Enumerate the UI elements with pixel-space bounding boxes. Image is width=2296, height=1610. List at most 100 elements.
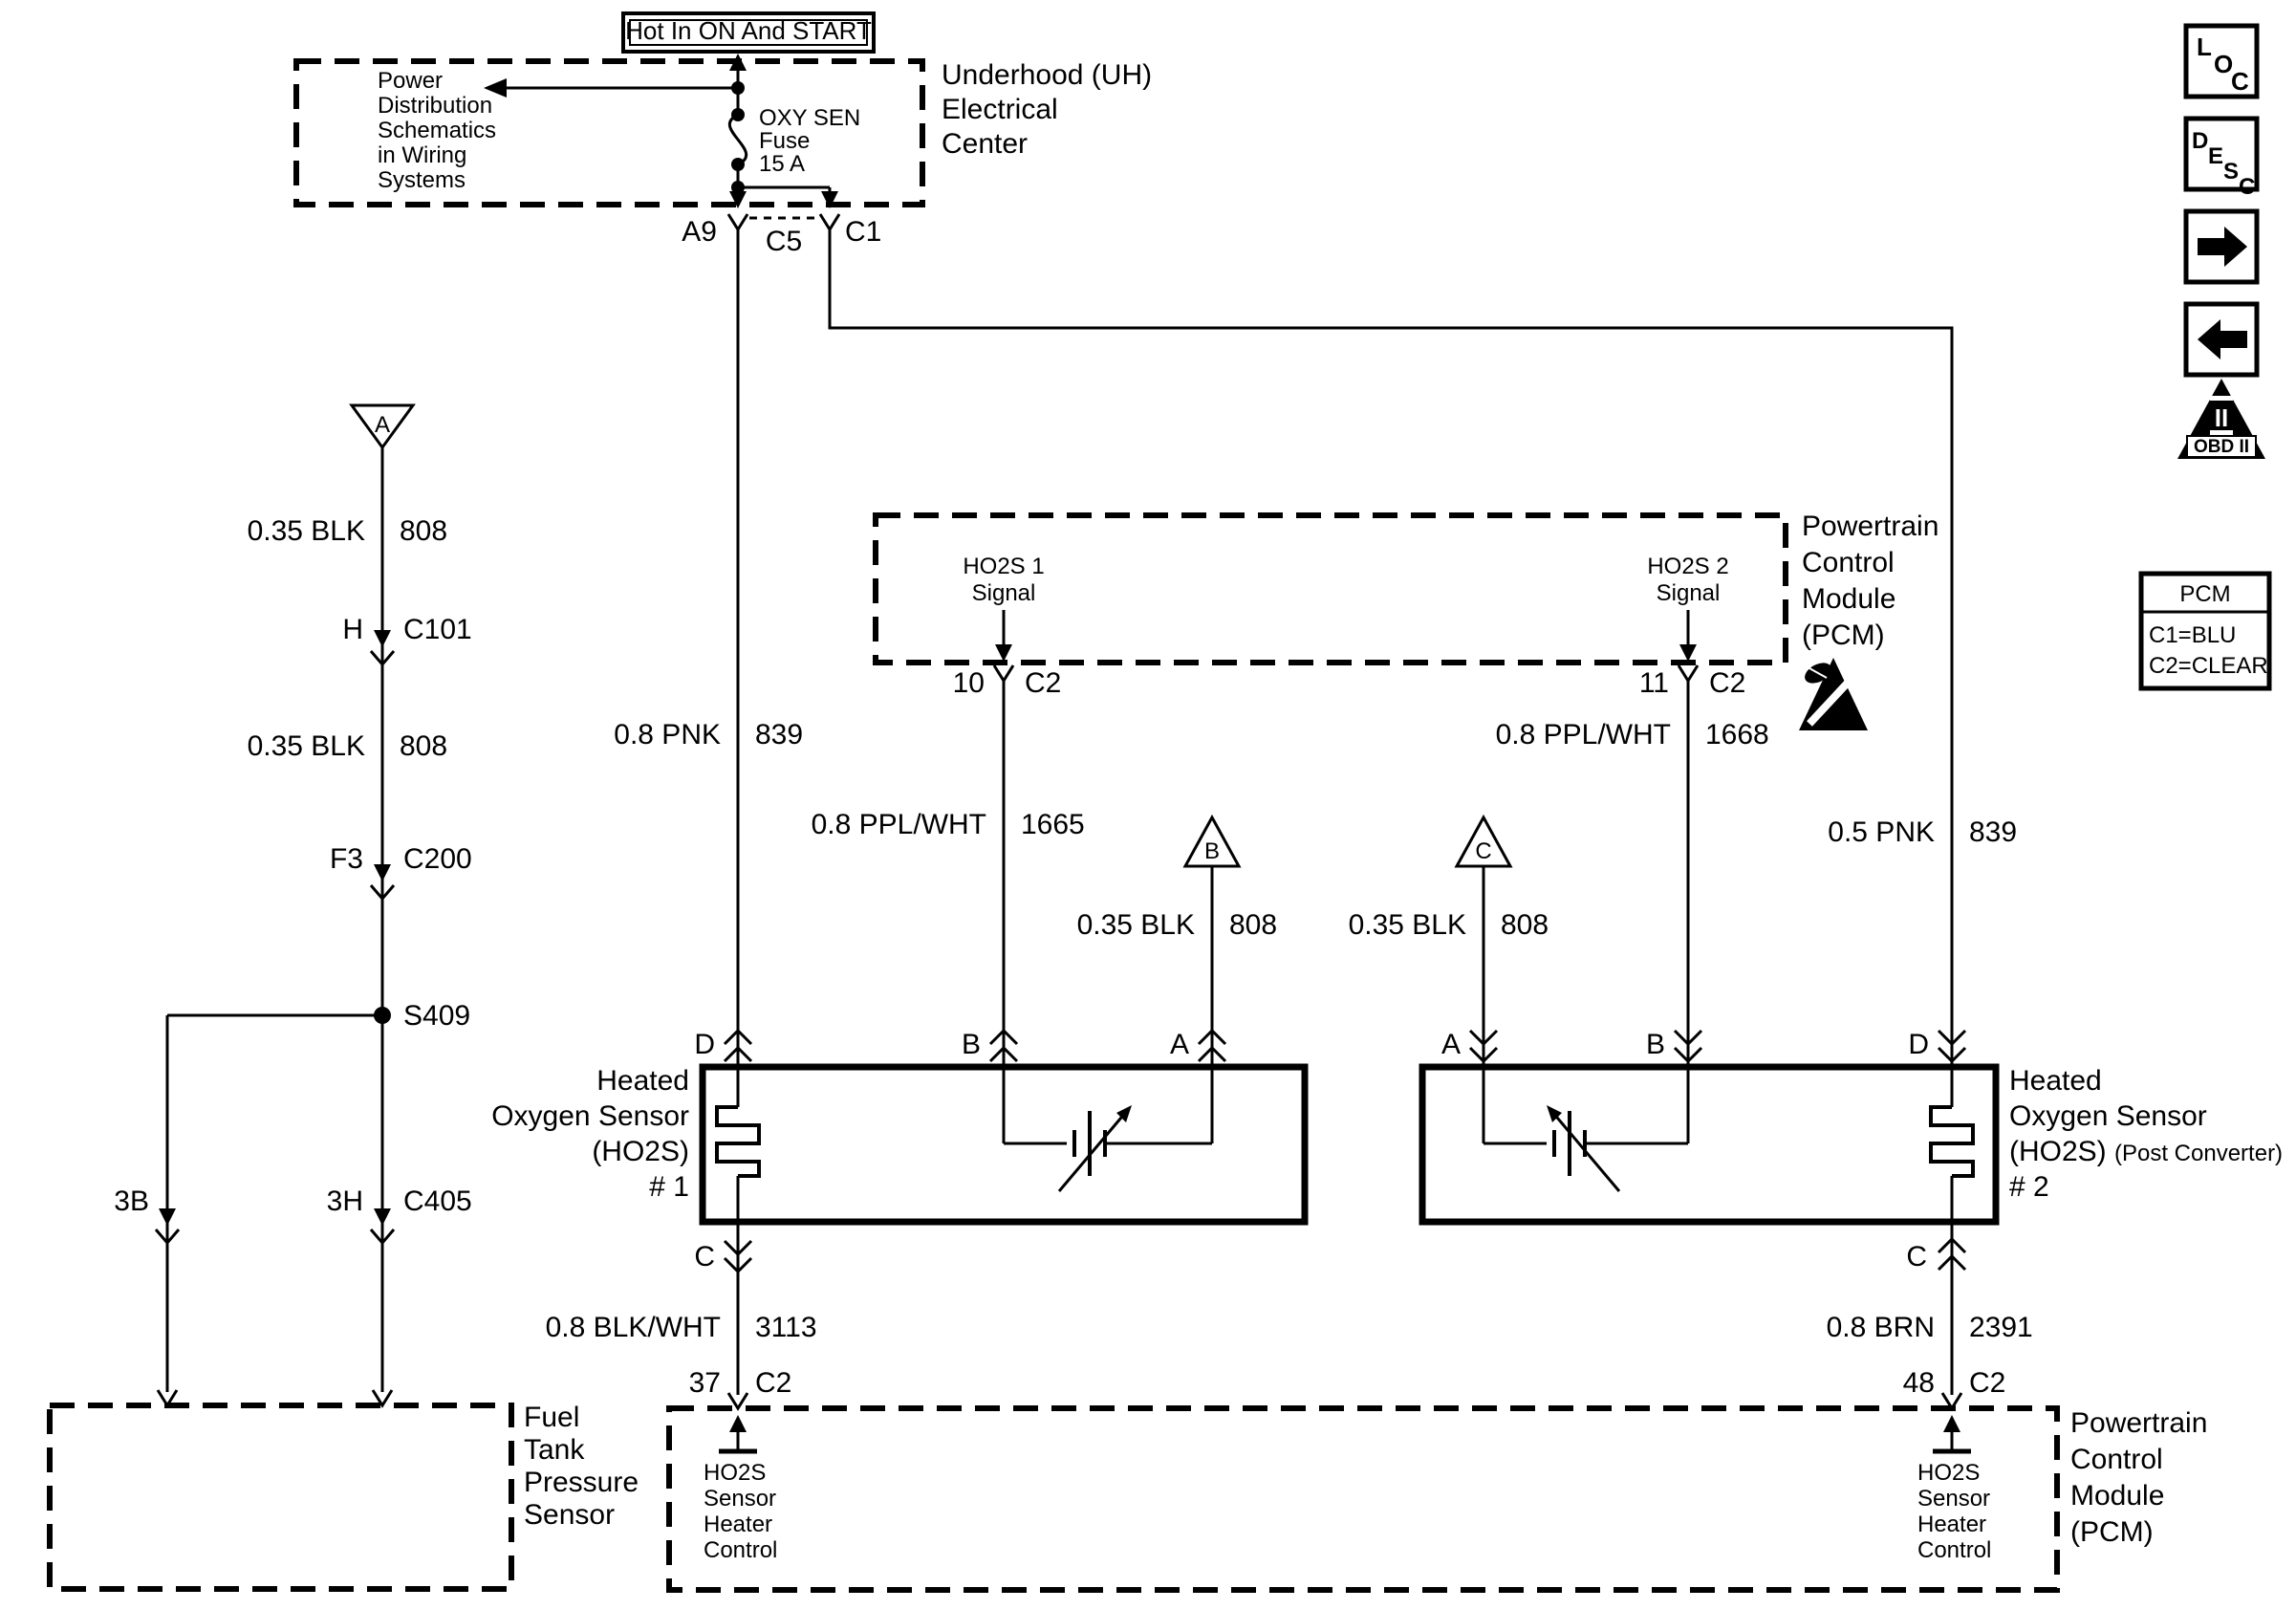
- heater-element-icon: [1929, 1105, 1975, 1178]
- variable-arrowhead-icon: [1547, 1105, 1562, 1122]
- heater-control-line: Heater: [1917, 1512, 1986, 1537]
- sidebar: L O C D E S C II OBD II PC: [2138, 23, 2272, 691]
- conn-c1-label: C1: [845, 216, 881, 248]
- ho2s1-name-line: # 1: [649, 1171, 689, 1203]
- fuel-label-line: Tank: [524, 1434, 585, 1466]
- ho2s2-name-line: (HO2S): [2009, 1136, 2107, 1167]
- fuse-label: OXY SEN: [759, 105, 860, 131]
- uh-note-line: Schematics: [378, 118, 496, 143]
- obd2-badge: II OBD II: [2177, 379, 2265, 459]
- pin-a9-label: A9: [682, 216, 717, 248]
- fuse-element-icon: [728, 113, 747, 166]
- ho2s2-sensor: A B D C Heated Oxygen Sensor (HO2S) (Pos…: [1419, 1029, 2283, 1273]
- pcm-name-line: Powertrain: [2070, 1407, 2207, 1439]
- signal-label: Signal: [972, 580, 1036, 606]
- heater-control-line: Control: [1917, 1537, 1991, 1563]
- legend-title: PCM: [2179, 581, 2230, 607]
- conn-c2-label: C2: [1709, 667, 1745, 699]
- wire-circuit: 1665: [1021, 809, 1085, 840]
- heater-control-line: HO2S: [704, 1460, 766, 1486]
- wire-circuit: 808: [1229, 909, 1277, 941]
- ho2s1-sensor: D B A C Heated Oxygen Sensor (HO2S) # 1: [491, 1029, 1309, 1273]
- desc-letter: S: [2223, 159, 2239, 185]
- loc-letter: L: [2197, 33, 2212, 61]
- next-button[interactable]: [2183, 208, 2260, 285]
- arrow-left-icon: [2198, 319, 2247, 359]
- wire-gauge: 0.35 BLK: [248, 515, 365, 547]
- conn-pin: 3H: [327, 1186, 363, 1217]
- desc-letter: E: [2208, 143, 2223, 169]
- desc-letter: D: [2192, 128, 2208, 154]
- signal-label: HO2S 2: [1647, 554, 1728, 579]
- ho2s2-box: [1419, 1063, 2000, 1226]
- hot-feed-box: Hot In ON And START: [621, 11, 876, 54]
- desc-button[interactable]: D E S C: [2183, 116, 2260, 200]
- conn-name: C405: [403, 1186, 472, 1217]
- heater-control-line: Sensor: [704, 1486, 776, 1512]
- conn-c2-label: C2: [1025, 667, 1061, 699]
- loc-letter: C: [2231, 67, 2249, 96]
- fuel-label-line: Pressure: [524, 1467, 639, 1498]
- wire-gauge: 0.8 BRN: [1827, 1312, 1935, 1343]
- variable-arrowhead-icon: [1116, 1105, 1132, 1122]
- obd2-numeral: II: [2215, 403, 2228, 432]
- conn-name: C200: [403, 843, 472, 875]
- wire-gauge: 0.8 PPL/WHT: [1496, 719, 1671, 751]
- pin-a-label: A: [1441, 1029, 1461, 1060]
- wire-gauge: 0.8 BLK/WHT: [546, 1312, 721, 1343]
- hot-label: Hot In ON And START: [625, 16, 872, 45]
- obd2-label-box: [2186, 435, 2257, 458]
- pcm-name-line: Module: [2070, 1480, 2164, 1512]
- legend-row: C2=CLEAR: [2149, 653, 2268, 679]
- wire-circuit: 1668: [1705, 719, 1769, 751]
- triangle-a-label: A: [375, 412, 390, 438]
- pin-c-label: C: [1906, 1241, 1927, 1273]
- uh-note-line: Distribution: [378, 93, 492, 119]
- arrow-left-icon: [484, 78, 507, 98]
- ho2s2-name-line: Heated: [2009, 1065, 2102, 1097]
- ho2s1-name-line: Oxygen Sensor: [491, 1100, 689, 1132]
- pin-48-label: 48: [1903, 1367, 1935, 1399]
- conn-c5-label: C5: [766, 226, 802, 257]
- loc-button[interactable]: L O C: [2183, 23, 2260, 99]
- uh-name-line: Electrical: [942, 94, 1058, 125]
- pcm-name-line: (PCM): [1802, 620, 1885, 651]
- ho2s2-name-line: Oxygen Sensor: [2009, 1100, 2207, 1132]
- desc-letter: C: [2239, 174, 2255, 200]
- uh-note-line: Power: [378, 68, 443, 94]
- variable-arrow: [1550, 1111, 1621, 1192]
- fuel-label-line: Fuel: [524, 1402, 579, 1433]
- pcm-name-line: Control: [2070, 1444, 2163, 1475]
- wire-gauge: 0.35 BLK: [248, 730, 365, 762]
- pin-37-label: 37: [689, 1367, 721, 1399]
- conn-pin: F3: [330, 843, 363, 875]
- prev-button[interactable]: [2183, 301, 2260, 378]
- legend-box: [2138, 571, 2272, 691]
- esd-warning-icon: [1799, 658, 1868, 730]
- pcm-name-line: Control: [1802, 547, 1895, 578]
- fuel-sensor-box: [47, 1403, 514, 1592]
- signal-label: Signal: [1657, 580, 1721, 606]
- obd2-numeral-bar: [2210, 430, 2233, 435]
- wire-gauge: 0.35 BLK: [1349, 909, 1466, 941]
- connector-fork-icon: [726, 212, 749, 231]
- connector-fork-icon: [992, 664, 1015, 683]
- heater-element-icon: [715, 1105, 761, 1178]
- uh-box: [293, 58, 925, 207]
- pcm-top: HO2S 1 Signal 10 C2 HO2S 2 Signal 11 C2 …: [873, 511, 1939, 730]
- pcm-top-box: [873, 512, 1788, 665]
- pin-11-label: 11: [1639, 667, 1669, 699]
- loc-letter: O: [2214, 50, 2233, 78]
- arrow-down-icon: [1679, 644, 1697, 662]
- pcm-connector-legend: PCM C1=BLU C2=CLEAR: [2138, 571, 2272, 691]
- pin-c-label: C: [694, 1241, 715, 1273]
- wire-gauge: 0.35 BLK: [1077, 909, 1195, 941]
- connector-fork-icon: [818, 212, 841, 231]
- wire-circuit: 3113: [755, 1312, 817, 1343]
- junction-dot: [731, 81, 745, 95]
- arrow-up-icon: [729, 1415, 747, 1432]
- triangle-a-icon: [349, 403, 416, 450]
- uh-name-line: Underhood (UH): [942, 59, 1152, 91]
- conn-name: C101: [403, 614, 472, 645]
